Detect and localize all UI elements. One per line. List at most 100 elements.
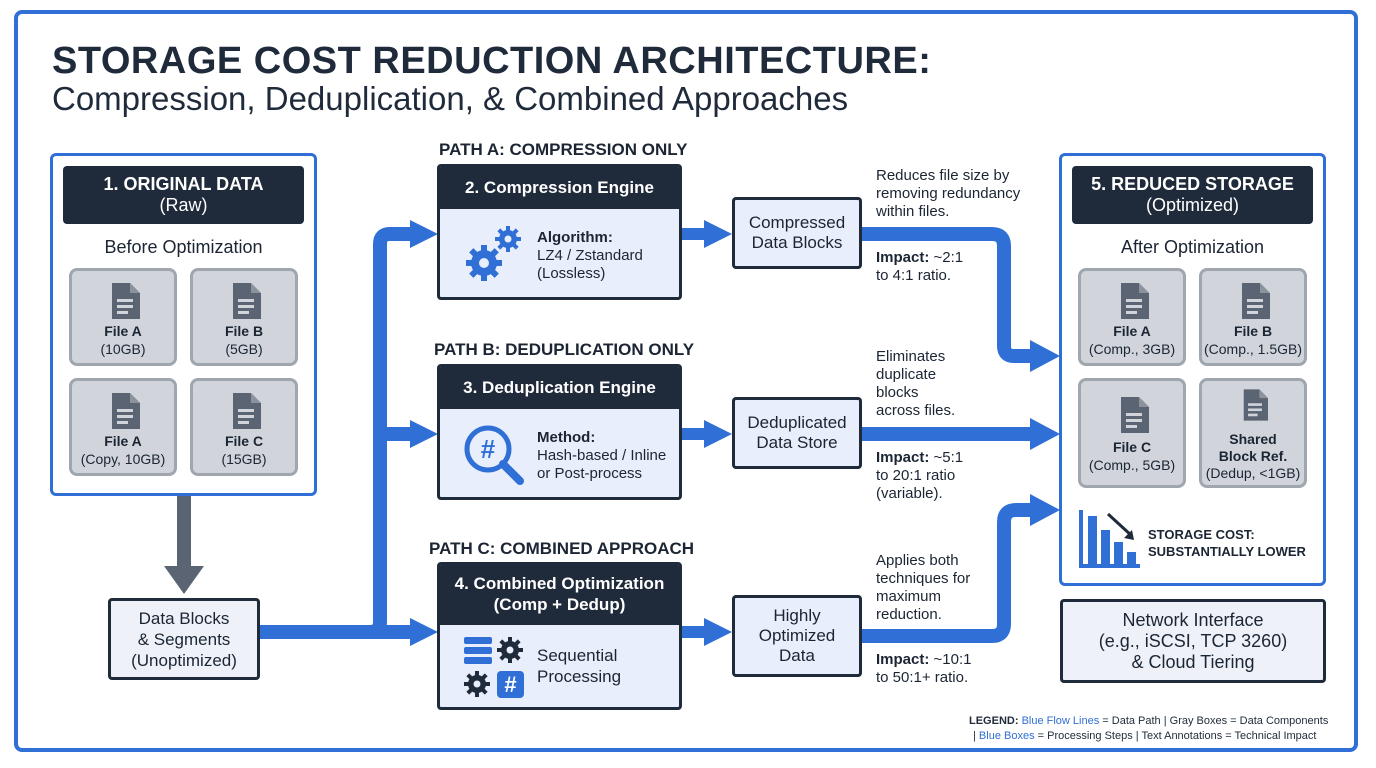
legend: LEGEND: Blue Flow Lines = Data Path | Gr…	[969, 714, 1353, 744]
legend-blue-lines: Blue Flow Lines	[1021, 715, 1100, 727]
path-a-label: PATH A: COMPRESSION ONLY	[439, 140, 688, 159]
file-size: (Comp., 3GB)	[1088, 341, 1176, 357]
output-line2: Data Store	[756, 433, 838, 452]
reduced-header-subtitle: (Optimized)	[1145, 195, 1239, 215]
impact-line2: to 50:1+ ratio.	[876, 669, 969, 686]
data-blocks-box: Data Blocks & Segments (Unoptimized)	[108, 598, 260, 680]
path-a-note: Reduces file size by removing redundancy…	[876, 167, 1020, 221]
reduced-storage-header: 5. REDUCED STORAGE (Optimized)	[1072, 166, 1313, 224]
data-blocks-line1: Data Blocks	[138, 608, 230, 628]
engine-description: Algorithm: LZ4 / Zstandard (Lossless)	[537, 229, 643, 283]
file-card: File B (5GB)	[190, 268, 298, 366]
file-card: File A (Comp., 3GB)	[1078, 268, 1186, 366]
output-line2: Data Blocks	[751, 233, 843, 252]
cost-line2: SUBSTANTIALLY LOWER	[1148, 544, 1306, 559]
engine-title: 2. Compression Engine	[440, 167, 679, 209]
combined-optimization-box: 4. Combined Optimization (Comp + Dedup) …	[437, 562, 682, 710]
file-name: File A	[1113, 323, 1151, 339]
impact-value: ~10:1	[929, 651, 972, 668]
server-gear-hash-icon: #	[464, 637, 524, 698]
arrowhead-output-a	[1030, 340, 1060, 372]
document-icon	[233, 283, 261, 319]
network-line1: Network Interface	[1122, 609, 1264, 630]
compressed-data-blocks-box: Compressed Data Blocks	[732, 197, 862, 269]
engine-body-line2: Sequential	[537, 646, 618, 665]
file-size: (15GB)	[221, 451, 267, 467]
engine-description: Method: Hash-based / Inline or Post-proc…	[537, 429, 666, 483]
note-line2: duplicate	[876, 366, 937, 383]
impact-label: Impact:	[876, 449, 930, 466]
engine-description: Sequential Processing	[537, 645, 621, 687]
document-icon	[1243, 389, 1268, 421]
storage-cost-text: STORAGE COST: SUBSTANTIALLY LOWER	[1148, 526, 1306, 560]
document-icon	[112, 283, 140, 319]
document-icon	[1121, 283, 1149, 319]
network-interface-box: Network Interface (e.g., iSCSI, TCP 3260…	[1060, 599, 1326, 683]
impact-value: ~2:1	[929, 249, 964, 266]
original-data-header: 1. ORIGINAL DATA (Raw)	[63, 166, 304, 224]
path-c-impact: Impact: ~10:1 to 50:1+ ratio.	[876, 651, 971, 687]
document-icon	[1121, 397, 1149, 433]
file-name-line2: Block Ref.	[1218, 448, 1288, 464]
flow-line-output-c	[862, 503, 1032, 643]
file-name: File C	[224, 433, 264, 449]
legend-separator: |	[973, 730, 979, 742]
document-icon	[112, 393, 140, 429]
engine-title: 3. Deduplication Engine	[440, 367, 679, 409]
network-line2: (e.g., iSCSI, TCP 3260)	[1098, 630, 1288, 651]
file-size: (Dedup, <1GB)	[1205, 465, 1301, 481]
note-line1: Applies both	[876, 552, 959, 569]
output-line1: Deduplicated	[747, 413, 847, 432]
gears-icon	[466, 226, 521, 281]
file-card: File A (Copy, 10GB)	[69, 378, 177, 476]
impact-value: ~5:1	[929, 449, 964, 466]
arrowhead-path-b	[410, 420, 438, 448]
original-data-panel: 1. ORIGINAL DATA (Raw) Before Optimizati…	[50, 153, 317, 496]
engine-body-line3: Processing	[537, 667, 622, 686]
file-size: (10GB)	[100, 341, 146, 357]
note-line3: within files.	[876, 203, 950, 220]
svg-text:#: #	[504, 672, 516, 697]
engine-body-bold: Method:	[537, 429, 596, 446]
file-size: (5GB)	[225, 341, 263, 357]
page-title: STORAGE COST REDUCTION ARCHITECTURE:	[52, 40, 932, 82]
file-name: File B	[224, 323, 264, 339]
path-b-label: PATH B: DEDUPLICATION ONLY	[434, 340, 695, 359]
document-icon	[1242, 283, 1270, 319]
file-card: Shared Block Ref. (Dedup, <1GB)	[1199, 378, 1307, 488]
path-b-impact: Impact: ~5:1 to 20:1 ratio (variable).	[876, 449, 963, 503]
highly-optimized-data-box: Highly Optimized Data	[732, 595, 862, 677]
impact-line3: (variable).	[876, 485, 943, 502]
file-card: File A (10GB)	[69, 268, 177, 366]
outer-frame	[14, 10, 1358, 752]
output-line2: Optimized	[758, 626, 836, 645]
path-c-label: PATH C: COMBINED APPROACH	[429, 539, 695, 558]
original-header-title: 1. ORIGINAL DATA	[103, 174, 264, 194]
file-name: File A	[104, 433, 142, 449]
compression-engine-box: 2. Compression Engine Algorithm: LZ4 / Z…	[437, 164, 682, 300]
note-line3: blocks	[876, 384, 919, 401]
impact-line2: to 4:1 ratio.	[876, 267, 952, 284]
impact-label: Impact:	[876, 249, 930, 266]
file-card: File B (Comp., 1.5GB)	[1199, 268, 1307, 366]
cost-line1: STORAGE COST:	[1148, 527, 1255, 542]
engine-title: 4. Combined Optimization	[454, 574, 665, 593]
note-line4: across files.	[876, 402, 956, 419]
engine-body-line3: (Lossless)	[537, 265, 606, 282]
output-line1: Compressed	[748, 213, 846, 232]
legend-blue-lines-desc: = Data Path |	[1099, 715, 1170, 727]
file-card: File C (15GB)	[190, 378, 298, 476]
arrowhead-engine-c	[704, 618, 732, 646]
data-blocks-line2: & Segments	[137, 629, 231, 649]
cost-decrease-chart-icon	[1079, 510, 1140, 568]
output-line1: Highly	[773, 606, 821, 625]
note-line4: reduction.	[876, 606, 942, 623]
data-blocks-line3: (Unoptimized)	[131, 650, 237, 670]
legend-blue-boxes: Blue Boxes	[978, 730, 1035, 742]
legend-blue-boxes-desc: = Processing Steps | Text Annotations = …	[1034, 730, 1317, 742]
file-name: File B	[1233, 323, 1273, 339]
path-b-note: Eliminates duplicate blocks across files…	[876, 348, 955, 420]
original-caption: Before Optimization	[104, 237, 263, 257]
note-line2: techniques for	[876, 570, 971, 587]
